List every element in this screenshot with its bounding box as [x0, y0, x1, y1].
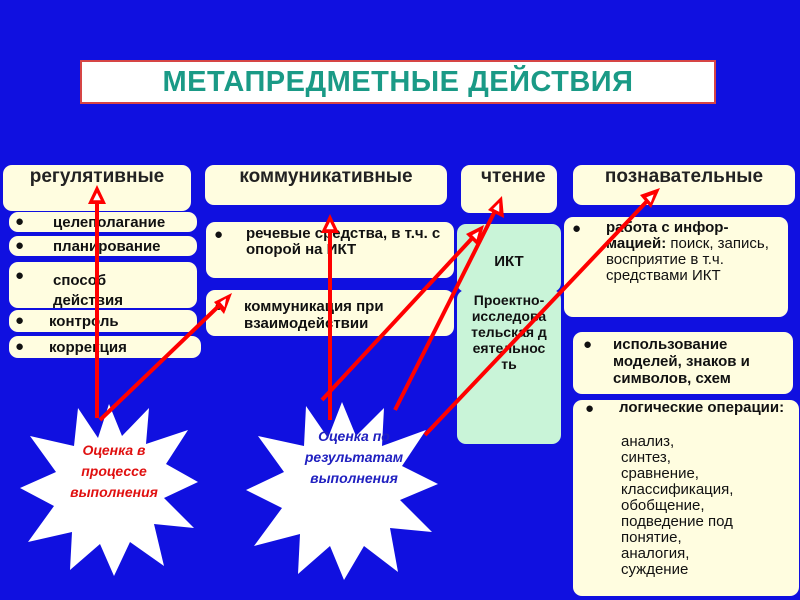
- bullet-icon: ●: [15, 338, 25, 355]
- arrowhead-inner-icon: [90, 189, 104, 202]
- communicative-item-label: коммуникация при взаимодействии: [244, 298, 384, 332]
- regulative-item-label: целеполагание: [53, 214, 166, 231]
- red-arrow: [423, 196, 652, 437]
- regulative-item-1: ● целеполагание: [9, 212, 197, 232]
- header-communicative: коммуникативные: [205, 165, 447, 205]
- bullet-icon: ●: [583, 336, 593, 353]
- regulative-item-3: ● способ действия: [9, 262, 197, 308]
- header-reading: чтение: [461, 165, 557, 213]
- bullet-icon: ●: [214, 226, 224, 243]
- red-arrow: [393, 204, 500, 411]
- cognitive-subitem: синтез,: [621, 449, 671, 466]
- cognitive-subitem: сравнение,: [621, 465, 699, 482]
- cognitive-item-3-bold: логические операции:: [619, 400, 785, 416]
- bullet-icon: ●: [585, 400, 595, 417]
- bullet-icon: ●: [572, 220, 582, 237]
- reading-item-label: ИКТ: [494, 253, 524, 270]
- starburst-result: [246, 402, 438, 580]
- bullet-icon: ●: [15, 237, 25, 254]
- red-arrow: [98, 298, 227, 422]
- header-communicative-label: коммуникативные: [239, 166, 413, 187]
- cognitive-item-2-label: использование моделей, знаков и символов…: [613, 336, 750, 387]
- cognitive-subitem: обобщение,: [621, 497, 705, 514]
- starburst-process: [20, 404, 198, 576]
- arrowhead-inner-icon: [490, 199, 501, 215]
- cognitive-subitem: анализ,: [621, 433, 675, 450]
- regulative-item-label: способ действия: [53, 272, 123, 308]
- header-regulative-label: регулятивные: [29, 166, 165, 187]
- regulative-item-5: ● коррекция: [9, 336, 201, 358]
- cognitive-item-1-rest: поиск, запись, восприятие в т.ч. средств…: [606, 235, 769, 284]
- header-cognitive: познавательные: [573, 165, 795, 205]
- regulative-item-label: контроль: [49, 313, 119, 330]
- bullet-icon: ●: [15, 267, 25, 284]
- cognitive-subitem: суждение: [621, 561, 689, 578]
- cognitive-item-3: ● логические операции: анализ, синтез, с…: [573, 400, 799, 596]
- cognitive-subitem: аналогия,: [621, 545, 690, 562]
- arrowhead-inner-icon: [469, 228, 482, 243]
- header-cognitive-label: познавательные: [604, 166, 764, 187]
- red-arrow: [320, 232, 478, 402]
- regulative-item-2: ● планирование: [9, 236, 197, 256]
- star-process-text: Оценка в процессе выполнения: [70, 442, 158, 500]
- regulative-item-label: коррекция: [49, 339, 127, 356]
- cognitive-subitems: анализ, синтез, сравнение, классификация…: [621, 434, 797, 578]
- cognitive-item-1: ● работа с инфор-мацией: поиск, запись, …: [564, 217, 788, 317]
- star-result-text: Оценка по результатам выполнения: [304, 428, 404, 486]
- cognitive-item-1-bold: работа с инфор-мацией:: [606, 219, 729, 252]
- regulative-item-4: ● контроль: [9, 310, 197, 332]
- regulative-item-label: планирование: [53, 238, 161, 255]
- cognitive-subitem: подведение под понятие,: [621, 513, 733, 546]
- bullet-icon: ●: [15, 312, 25, 329]
- page-title: МЕТАПРЕДМЕТНЫЕ ДЕЙСТВИЯ: [80, 60, 716, 104]
- header-reading-label: чтение: [481, 166, 546, 187]
- cognitive-item-2: ● использование моделей, знаков и символ…: [573, 332, 793, 394]
- cognitive-subitem: классификация,: [621, 481, 734, 498]
- arrowhead-inner-icon: [217, 295, 229, 311]
- arrowhead-inner-icon: [323, 218, 337, 231]
- bullet-icon: ●: [15, 213, 25, 230]
- arrowhead-inner-icon: [643, 191, 657, 206]
- cognitive-item-1-text: работа с инфор-мацией: поиск, запись, во…: [606, 220, 776, 284]
